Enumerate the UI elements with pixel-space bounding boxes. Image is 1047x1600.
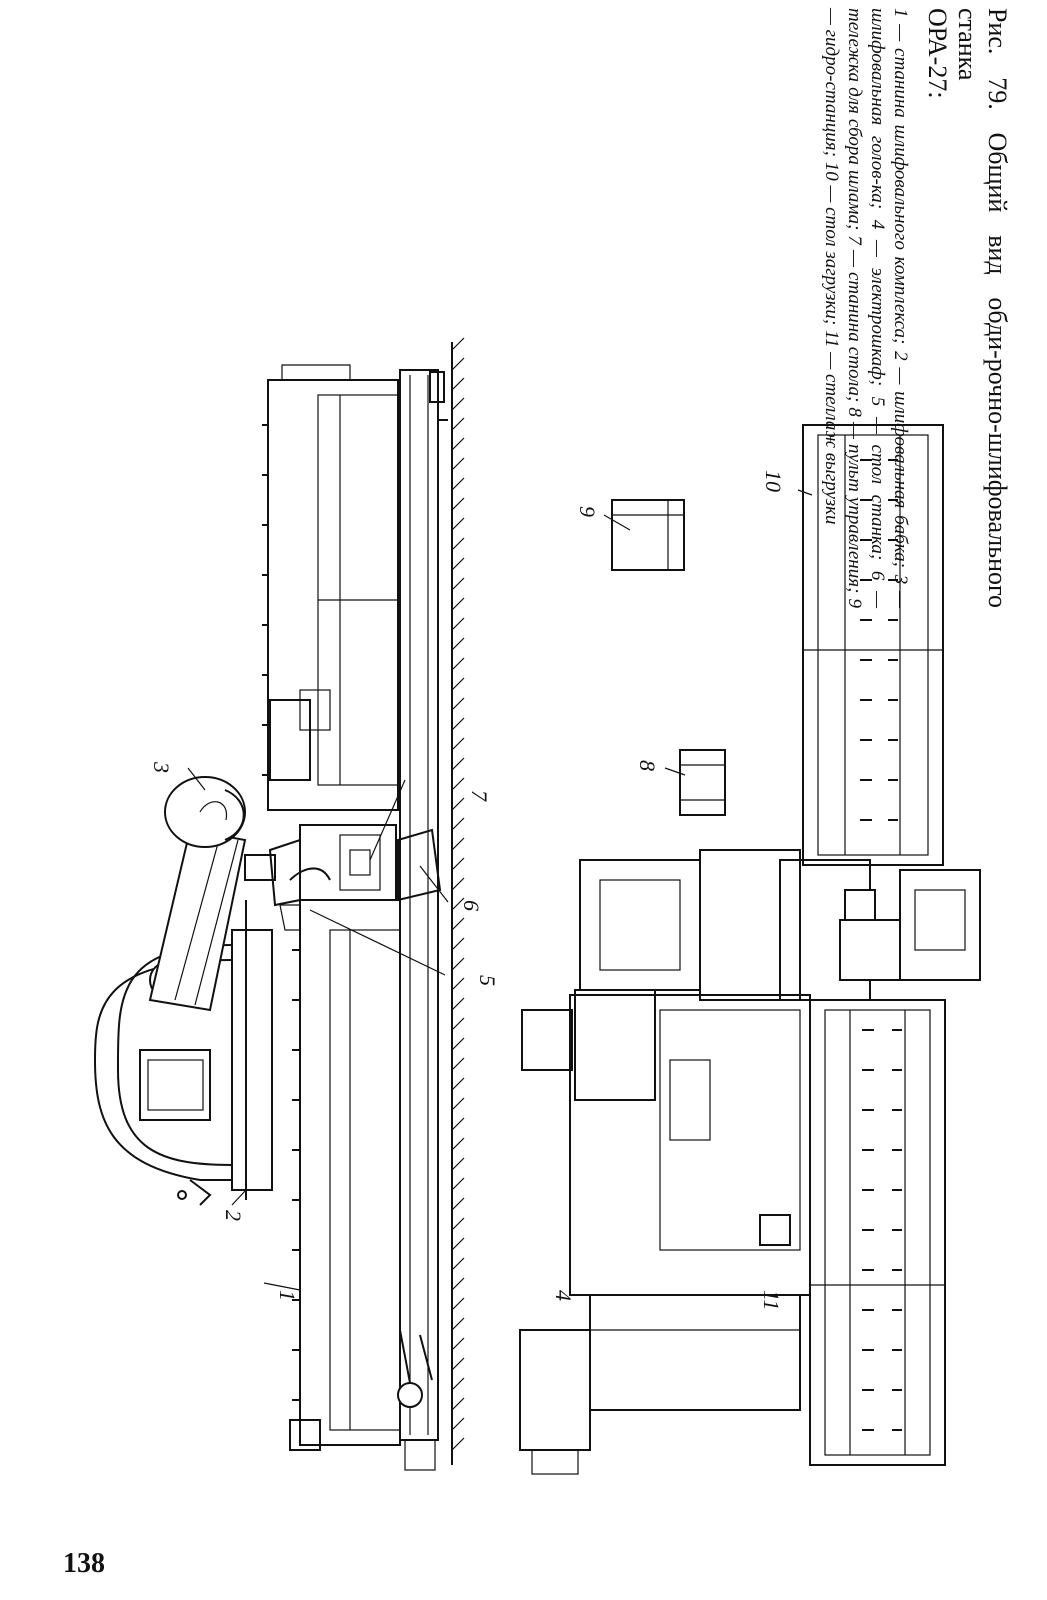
figure-title: Рис. 79. Общий вид обди-рочно-шлифовальн… bbox=[922, 8, 1012, 608]
figure-caption: Рис. 79. Общий вид обди-рочно-шлифовальн… bbox=[712, 8, 1012, 608]
callout-2: 2 bbox=[221, 1210, 246, 1221]
grinding-head bbox=[148, 776, 247, 1012]
hydraulic-station bbox=[611, 499, 685, 571]
table-frame bbox=[399, 369, 448, 1441]
work-table bbox=[244, 824, 397, 931]
callout-5: 5 bbox=[475, 975, 500, 986]
side-view bbox=[93, 337, 465, 1471]
page-number: 138 bbox=[63, 1548, 105, 1579]
callout-8: 8 bbox=[635, 760, 660, 771]
plan-leaders bbox=[603, 489, 813, 776]
callout-10: 10 bbox=[761, 470, 786, 492]
callout-7: 7 bbox=[467, 790, 492, 802]
callout-4: 4 bbox=[551, 1290, 576, 1301]
figure-legend: 1 — станина шлифовального комплекса; 2 —… bbox=[821, 8, 911, 608]
plan-view bbox=[519, 424, 981, 1475]
machine-plan bbox=[521, 849, 981, 1411]
floor-hatch bbox=[451, 337, 465, 1465]
unloading-rack bbox=[809, 999, 946, 1466]
sludge-cart bbox=[397, 828, 442, 902]
electrical-cabinet bbox=[519, 1329, 591, 1475]
callout-3: 3 bbox=[149, 761, 174, 773]
callout-6: 6 bbox=[459, 900, 484, 911]
side-leaders bbox=[187, 767, 449, 1291]
main-frame bbox=[245, 899, 401, 1451]
figure-model: ОРА-27: bbox=[923, 8, 952, 99]
callout-1: 1 bbox=[275, 1290, 300, 1301]
machine-bed-upper bbox=[262, 364, 399, 811]
drive-end bbox=[177, 1179, 436, 1471]
callout-9: 9 bbox=[575, 506, 600, 517]
callout-11: 11 bbox=[759, 1290, 784, 1310]
loading-table bbox=[802, 424, 944, 866]
figure-title-text: Рис. 79. Общий вид обди-рочно-шлифовальн… bbox=[953, 8, 1012, 608]
control-panel bbox=[679, 749, 726, 816]
